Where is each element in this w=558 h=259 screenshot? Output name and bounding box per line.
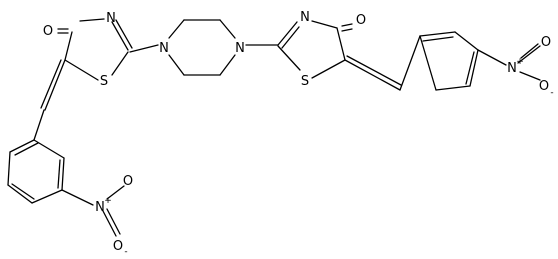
bonds	[7, 18, 541, 237]
nitro-oxygen-right-top: O	[541, 35, 551, 50]
nitro-charge-plus-left: +	[104, 196, 112, 206]
nitro-charge-minus-right: -	[550, 88, 553, 98]
piperazine-nitrogen-right: N	[235, 41, 245, 56]
carbonyl-oxygen-right: O	[356, 13, 366, 28]
sulfur-right: S	[301, 74, 309, 89]
nitro-charge-plus-right: +	[516, 57, 524, 67]
nitro-oxygen-right-bottom: O	[539, 79, 549, 94]
ring-nitrogen-right: N	[300, 10, 310, 25]
nitro-charge-minus-left: -	[124, 247, 127, 257]
carbonyl-oxygen-left: O	[43, 24, 53, 39]
nitro-oxygen-left-top: O	[123, 174, 133, 189]
nitro-nitrogen-left: N	[95, 200, 105, 215]
ring-nitrogen-left: N	[106, 11, 116, 26]
atom-labels: O N N N N O S S N + O O - N + O O -	[43, 10, 554, 257]
sulfur-left: S	[100, 74, 108, 89]
nitro-nitrogen-right: N	[507, 61, 517, 76]
nitro-oxygen-left-bottom: O	[113, 239, 123, 254]
piperazine-nitrogen-left: N	[159, 41, 169, 56]
